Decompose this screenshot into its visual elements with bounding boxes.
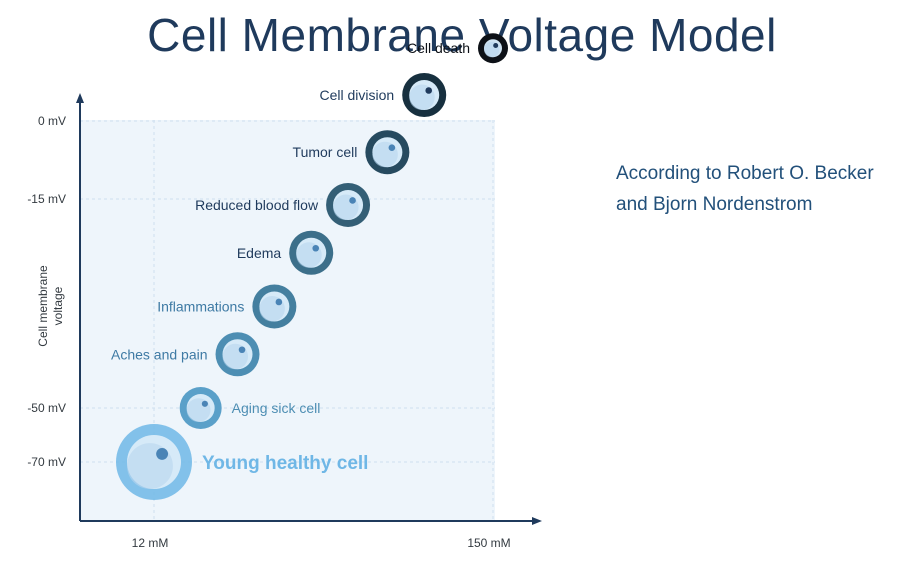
y-axis-label-line-2: voltage — [51, 286, 65, 325]
cell-label: Cell death — [407, 40, 470, 56]
cell-nucleus — [156, 447, 169, 460]
cell-points: Young healthy cell Aging sick cell Aches a… — [111, 33, 508, 500]
y-axis-label: Cell membrane — [36, 265, 50, 347]
cell-label: Aging sick cell — [232, 400, 321, 416]
cell-point: Tumor cell — [293, 130, 410, 175]
cell-point: Cell death — [407, 33, 508, 64]
attribution-line-2: and Bjorn Nordenstrom — [616, 194, 813, 215]
cell-label: Reduced blood flow — [195, 197, 319, 213]
cell-nucleus — [425, 87, 433, 94]
cell-point: Aches and pain — [111, 332, 260, 377]
cell-label: Edema — [237, 245, 282, 261]
attribution-line-1: According to Robert O. Becker — [616, 163, 874, 184]
cell-nucleus — [349, 197, 356, 204]
chart-title: Cell Membrane Voltage Model — [147, 9, 777, 61]
y-tick-label: -50 mV — [27, 401, 66, 415]
y-axis-arrow — [76, 93, 84, 103]
cell-label: Inflammations — [157, 299, 244, 315]
cell-nucleus — [201, 400, 208, 407]
cell-nucleus — [312, 244, 320, 252]
cell-point: Edema — [237, 230, 334, 275]
cell-point: Young healthy cell — [116, 424, 368, 500]
y-tick-label: 0 mV — [38, 114, 66, 128]
cell-label: Aches and pain — [111, 346, 208, 362]
y-tick-labels: 0 mV -15 mV -50 mV -70 mV — [27, 114, 66, 469]
cell-nucleus — [388, 144, 396, 151]
cell-point: Inflammations — [157, 284, 297, 329]
cell-nucleus — [275, 298, 283, 306]
y-tick-label: -15 mV — [27, 192, 66, 206]
x-tick-labels: 12 mM 150 mM — [132, 536, 511, 550]
cell-point: Reduced blood flow — [195, 182, 371, 227]
cell-point: Aging sick cell — [179, 387, 321, 429]
gridlines — [80, 120, 495, 521]
attribution-note: According to Robert O. Becker and Bjorn … — [616, 158, 916, 220]
cell-nucleus — [493, 43, 499, 48]
y-tick-label: -70 mV — [27, 455, 66, 469]
x-tick-label: 12 mM — [132, 536, 169, 550]
cell-label: Young healthy cell — [202, 453, 368, 474]
cell-point: Cell division — [320, 73, 447, 117]
x-axis-arrow — [532, 517, 542, 525]
cell-label: Tumor cell — [293, 144, 358, 160]
x-tick-label: 150 mM — [467, 536, 510, 550]
cell-nucleus — [238, 346, 246, 354]
cell-label: Cell division — [320, 87, 395, 103]
